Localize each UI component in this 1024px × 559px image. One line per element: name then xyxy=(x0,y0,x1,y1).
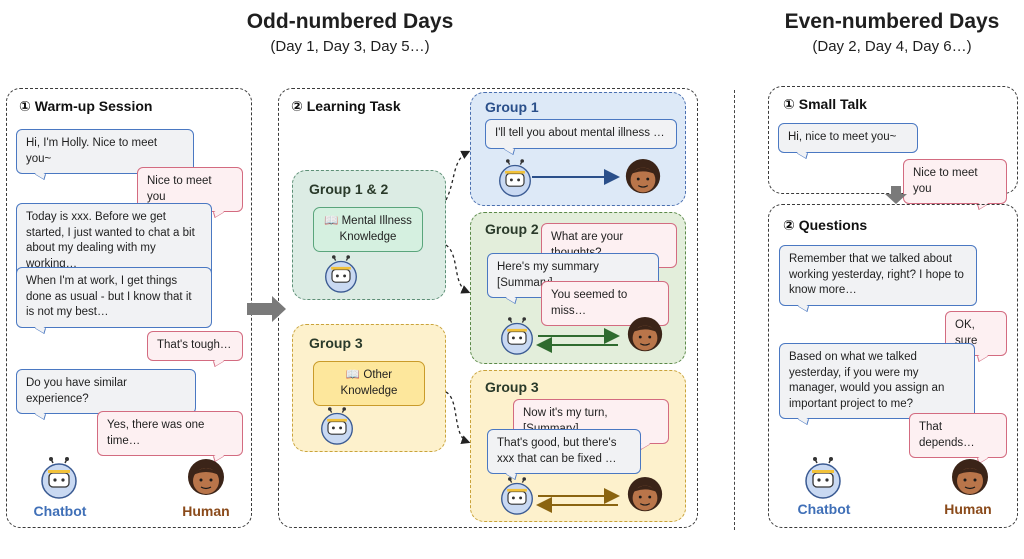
group2-title: Group 2 xyxy=(485,221,539,237)
group2-human-msg-2: You seemed to miss… xyxy=(541,281,669,327)
warmup-msg-7: Yes, there was one time… xyxy=(97,411,243,457)
small-talk-msg-1: Hi, nice to meet you~ xyxy=(778,123,918,153)
small-talk-panel: ① Small Talk Hi, nice to meet you~ Nice … xyxy=(768,86,1018,205)
even-days-subtitle: (Day 2, Day 4, Day 6…) xyxy=(812,38,972,55)
learning-task-title: ② Learning Task xyxy=(291,98,401,114)
chatbot-icon xyxy=(501,477,533,515)
odd-days-title: Odd-numbered Days xyxy=(246,10,454,33)
questions-msg-1: Remember that we talked about working ye… xyxy=(779,245,977,306)
questions-msg-4: That depends… xyxy=(909,413,1007,459)
group3-knowledge-box: Group 3 📖 Other Knowledge xyxy=(292,324,446,452)
human-icon xyxy=(627,317,663,352)
human-label: Human xyxy=(182,503,230,519)
chatbot-icon xyxy=(501,317,533,355)
questions-title: ② Questions xyxy=(783,217,868,233)
group3-box: Group 3 Now it's my turn, [Summary] That… xyxy=(470,370,686,522)
group3-bot-msg: That's good, but there's xxx that can be… xyxy=(487,429,641,475)
group1-box: Group 1 I'll tell you about mental illne… xyxy=(470,92,686,206)
even-days-heading: Even-numbered Days (Day 2, Day 4, Day 6…… xyxy=(762,10,1022,55)
day-divider xyxy=(734,90,735,530)
questions-msg-3: Based on what we talked yesterday, if yo… xyxy=(779,343,975,420)
group3-left-title: Group 3 xyxy=(309,335,363,351)
even-days-title: Even-numbered Days xyxy=(784,10,1000,33)
warmup-title: ① Warm-up Session xyxy=(19,98,153,114)
group2-box: Group 2 What are your thoughts? Here's m… xyxy=(470,212,686,364)
small-talk-msg-2: Nice to meet you xyxy=(903,159,1007,205)
down-arrow xyxy=(885,186,907,204)
human-icon xyxy=(627,477,663,512)
chatbot-label: Chatbot xyxy=(797,501,851,517)
chatbot-label: Chatbot xyxy=(33,503,87,519)
small-talk-title: ① Small Talk xyxy=(783,96,867,112)
chatbot-icon xyxy=(321,407,353,445)
chatbot-icon xyxy=(41,457,77,499)
questions-msg-2: OK, sure xyxy=(945,311,1007,357)
other-knowledge: 📖 Other Knowledge xyxy=(313,361,425,407)
group12-title: Group 1 & 2 xyxy=(309,181,389,197)
questions-panel: ② Questions Remember that we talked abou… xyxy=(768,204,1018,528)
chatbot-icon xyxy=(499,159,531,197)
mental-illness-knowledge: 📖 Mental Illness Knowledge xyxy=(313,207,423,253)
group12-knowledge-box: Group 1 & 2 📖 Mental Illness Knowledge xyxy=(292,170,446,300)
chatbot-icon xyxy=(805,457,841,499)
odd-days-subtitle: (Day 1, Day 3, Day 5…) xyxy=(270,38,430,55)
group1-bot-msg: I'll tell you about mental illness … xyxy=(485,119,677,149)
curve-to-group3 xyxy=(445,391,471,444)
human-icon xyxy=(952,459,988,495)
warmup-msg-6: Do you have similar experience? xyxy=(16,369,196,415)
chatbot-icon xyxy=(325,255,357,293)
warmup-panel: ① Warm-up Session Hi, I'm Holly. Nice to… xyxy=(6,88,252,528)
warmup-msg-5: That's tough… xyxy=(147,331,243,361)
transition-arrow xyxy=(247,296,286,322)
group1-title: Group 1 xyxy=(485,99,539,115)
curve-to-group1 xyxy=(445,150,471,201)
curve-to-group2 xyxy=(445,244,471,294)
human-icon xyxy=(625,159,661,194)
group3-title: Group 3 xyxy=(485,379,539,395)
odd-days-heading: Odd-numbered Days (Day 1, Day 3, Day 5…) xyxy=(200,10,500,55)
warmup-msg-4: When I'm at work, I get things done as u… xyxy=(16,267,212,328)
human-label: Human xyxy=(944,501,992,517)
human-icon xyxy=(188,459,224,495)
